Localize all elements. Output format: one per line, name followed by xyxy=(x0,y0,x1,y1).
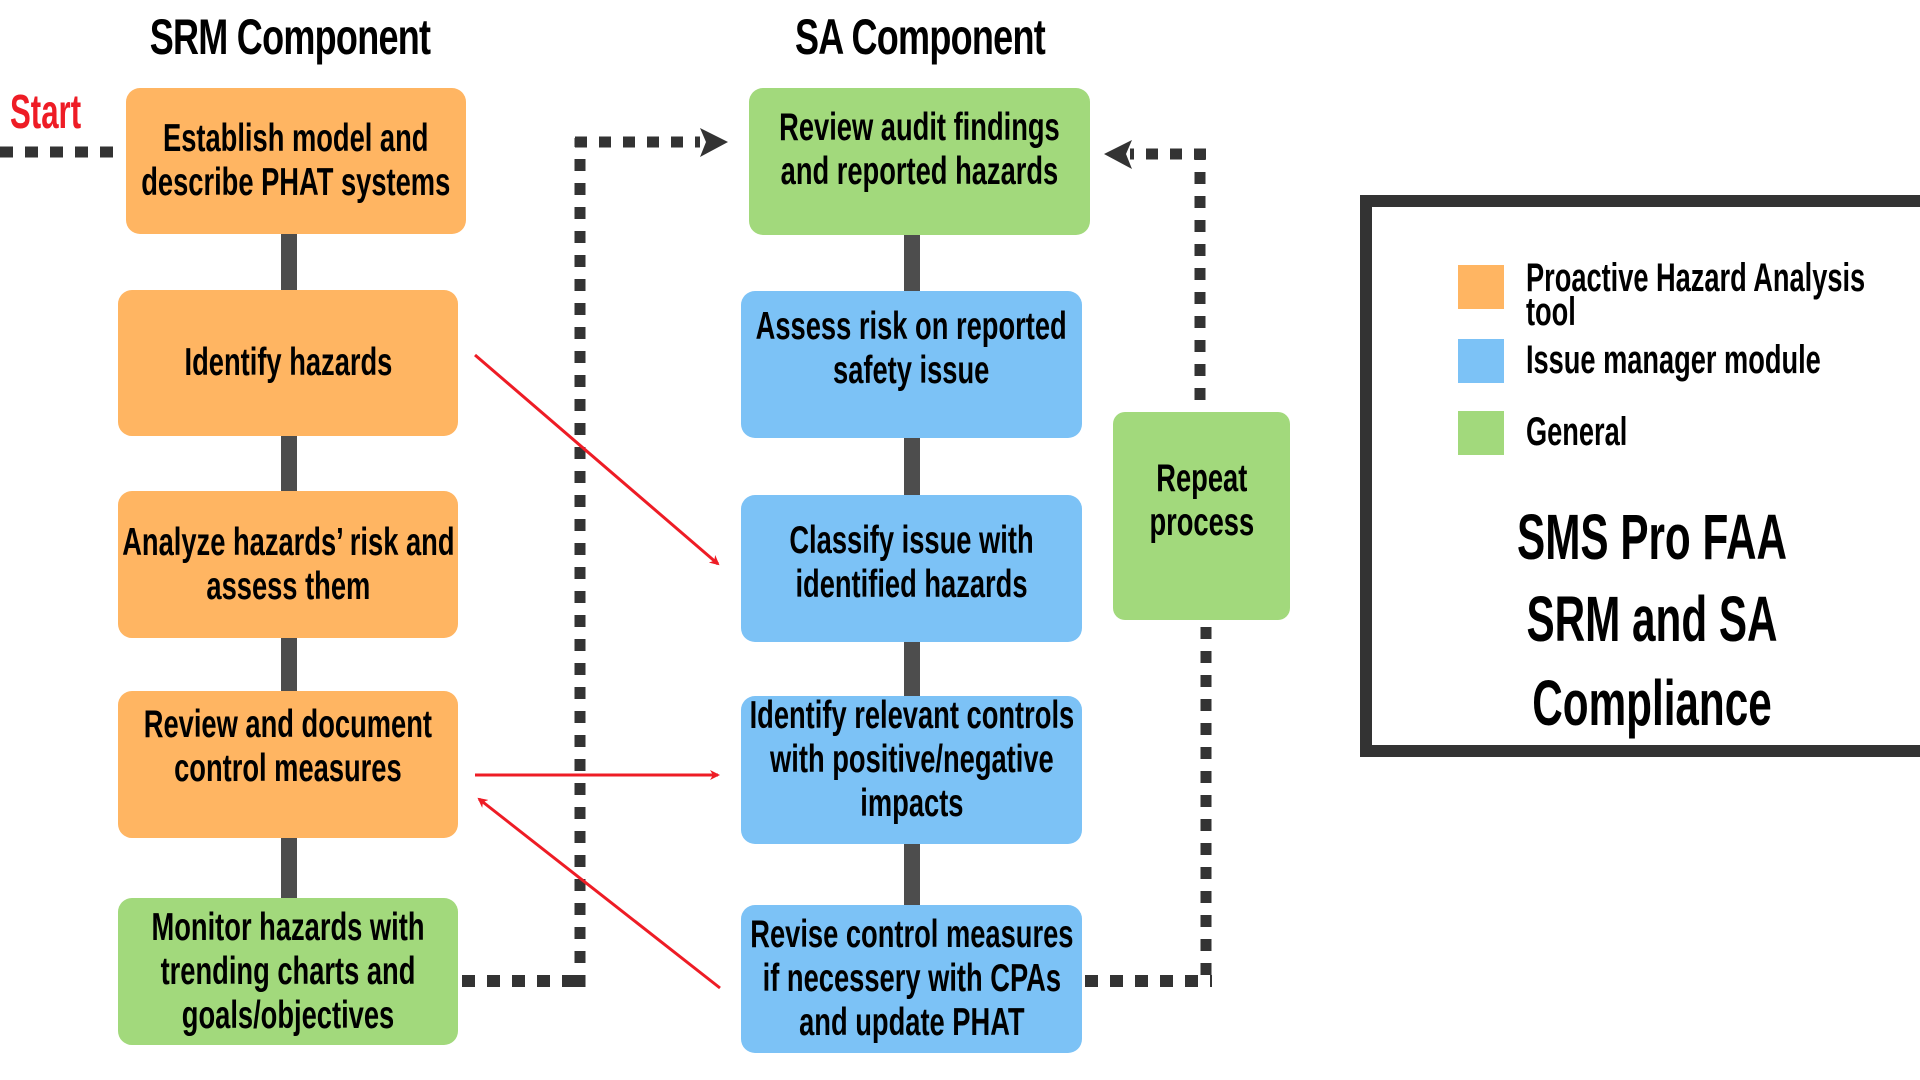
legend-title-line-2: SRM and SA Compliance xyxy=(1526,583,1778,739)
step-text-line: Review and document xyxy=(143,702,433,746)
step-text-line: Identify hazards xyxy=(184,341,392,384)
arrow-revise-to-review xyxy=(477,797,721,990)
step-text-line: Review audit findings xyxy=(779,105,1060,149)
step-text-line: impacts xyxy=(859,782,964,825)
arrow-identify-to-classify xyxy=(474,353,720,566)
step-text-line: identified hazards xyxy=(795,562,1028,606)
legend-item-proactive-hazard: Proactive Hazard Analysis tool xyxy=(1458,256,1920,334)
step-text-line: describe PHAT systems xyxy=(141,161,451,204)
step-text-line: Identify relevant controls xyxy=(749,694,1074,737)
legend-swatch-green xyxy=(1458,411,1504,455)
step-text-line: control measures xyxy=(174,746,402,790)
sa-component-title: SA Component xyxy=(794,9,1046,65)
legend-box: Proactive Hazard Analysis tool Issue man… xyxy=(1360,195,1920,757)
step-text-line: trending charts and xyxy=(160,949,416,993)
connector-sa-4-5 xyxy=(904,842,920,908)
connector-srm-3-4 xyxy=(281,636,297,694)
legend-title-line-1: SMS Pro FAA xyxy=(1517,501,1787,573)
step-text-line: if necessery with CPAs xyxy=(762,957,1061,1000)
connector-sa-1-2 xyxy=(904,234,920,294)
loop-left-arrowhead xyxy=(700,128,728,157)
step-text-line: Establish model and xyxy=(163,117,429,160)
repeat-text-line: Repeat xyxy=(1155,457,1248,500)
legend-label: Proactive Hazard Analysis tool xyxy=(1526,256,1866,334)
connector-srm-4-5 xyxy=(281,836,297,900)
srm-step-identify-hazards[interactable]: Identify hazards xyxy=(118,290,458,436)
legend-label: General xyxy=(1526,410,1628,454)
connector-sa-2-3 xyxy=(904,436,920,498)
legend-item-issue-manager: Issue manager module xyxy=(1458,335,1920,385)
legend-label-line: tool xyxy=(1526,290,1576,334)
legend-item-general: General xyxy=(1458,407,1675,457)
step-text-line: goals/objectives xyxy=(181,993,395,1037)
step-text-line: and update PHAT xyxy=(798,1001,1025,1044)
step-text-line: Classify issue with xyxy=(789,518,1034,562)
step-text-line: assess them xyxy=(206,564,370,608)
legend-swatch-blue xyxy=(1458,339,1504,383)
start-label: Start xyxy=(10,86,82,139)
legend-label-line: Proactive Hazard Analysis xyxy=(1526,256,1866,300)
connector-srm-1-2 xyxy=(281,232,297,292)
connector-srm-2-3 xyxy=(281,434,297,494)
step-text-line: Assess risk on reported xyxy=(755,304,1068,348)
loop-right-arrowhead xyxy=(1104,140,1132,169)
step-text-line: Revise control measures xyxy=(749,913,1074,956)
repeat-text-line: process xyxy=(1149,501,1254,544)
legend-swatch-orange xyxy=(1458,265,1504,309)
srm-component-title: SRM Component xyxy=(149,9,431,65)
legend-label: Issue manager module xyxy=(1526,338,1821,382)
step-text-line: Analyze hazards’ risk and xyxy=(121,520,455,564)
step-text-line: and reported hazards xyxy=(780,149,1059,193)
step-text-line: Monitor hazards with xyxy=(151,905,425,949)
step-text-line: with positive/negative xyxy=(769,738,1054,781)
connector-sa-3-4 xyxy=(904,640,920,698)
step-text-line: safety issue xyxy=(833,348,990,392)
